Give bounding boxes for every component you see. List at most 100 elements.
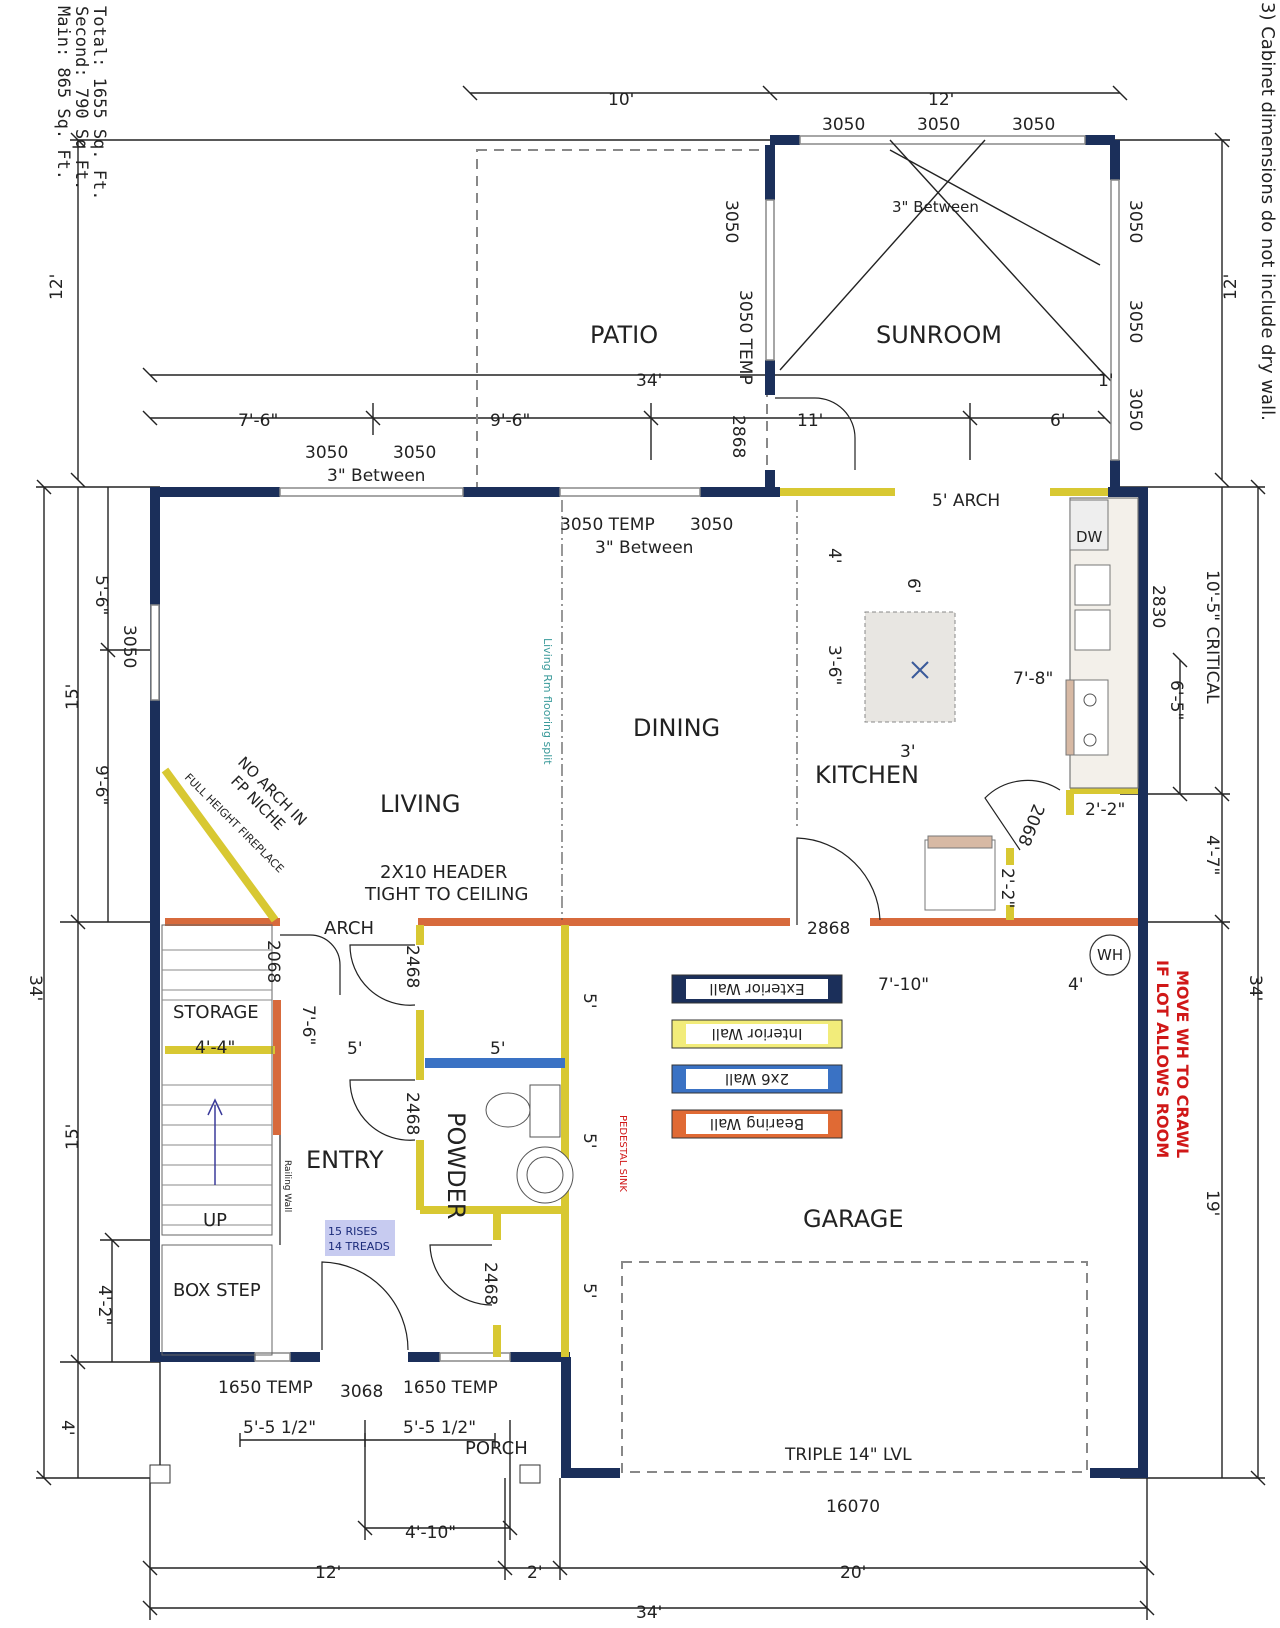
dim-2468-b: 2468 bbox=[402, 1092, 422, 1135]
dim-left-4: 4' bbox=[57, 1420, 77, 1436]
header-label-b: TIGHT TO CEILING bbox=[364, 884, 528, 905]
legend-label-bg-3 bbox=[686, 1114, 828, 1134]
note-flooring: Living Rm flooring split bbox=[541, 638, 554, 765]
sqft-second: Second: 790 Sq Ft. bbox=[71, 6, 91, 190]
dim-porch-1650-a: 1650 TEMP bbox=[218, 1378, 313, 1398]
dim-right-12: 12' bbox=[1221, 274, 1241, 300]
dim-between-b: 3" Between bbox=[327, 466, 425, 486]
dim-16070: 16070 bbox=[826, 1497, 880, 1517]
room-entry: ENTRY bbox=[306, 1146, 384, 1174]
kitchen-fixtures bbox=[864, 497, 1139, 976]
dim-k-3: 3' bbox=[900, 742, 916, 762]
dim-dining-3050-temp: 3050 TEMP bbox=[560, 515, 655, 535]
dim-9-6-top: 9'-6" bbox=[490, 411, 530, 431]
legend-label-2: 2x6 Wall bbox=[725, 1070, 789, 1088]
garage-door-outline bbox=[621, 1261, 1088, 1473]
dim-2068-storage: 2068 bbox=[263, 940, 283, 983]
doors bbox=[280, 779, 1061, 1351]
dim-between-a: 3" Between bbox=[892, 198, 979, 216]
dim-k-4: 4' bbox=[824, 548, 844, 564]
room-living: LIVING bbox=[380, 790, 461, 818]
dim-k-3-6: 3'-6" bbox=[824, 645, 844, 685]
dim-triple-lvl: TRIPLE 14" LVL bbox=[784, 1445, 912, 1465]
room-labels: PATIO SUNROOM LIVING DINING KITCHEN STOR… bbox=[173, 321, 1002, 1459]
bearing-walls bbox=[165, 918, 1138, 1135]
dim-dining-3050: 3050 bbox=[690, 515, 733, 535]
room-sunroom: SUNROOM bbox=[876, 321, 1002, 349]
water-heater-label: WH bbox=[1097, 946, 1123, 964]
dim-porch-55-a: 5'-5 1/2" bbox=[243, 1418, 316, 1438]
dim-sun-3050-c: 3050 bbox=[1012, 115, 1055, 135]
dim-g-5c: 5' bbox=[579, 1283, 599, 1299]
dim-sun-3050-b: 3050 bbox=[917, 115, 960, 135]
dim-7-6-entry: 7'-6" bbox=[298, 1005, 318, 1045]
dim-sun-left-3050: 3050 bbox=[721, 200, 741, 243]
dim-b-12: 12' bbox=[315, 1563, 341, 1583]
dim-b-34: 34' bbox=[636, 1603, 662, 1623]
dim-arch-5: 5' ARCH bbox=[932, 491, 1000, 511]
dim-g-5a: 5' bbox=[579, 993, 599, 1009]
dim-left-34: 34' bbox=[25, 975, 45, 1001]
cabinet-note: 3) Cabinet dimensions do not include dry… bbox=[1257, 2, 1278, 421]
dim-2468-a: 2468 bbox=[402, 945, 422, 988]
exterior-walls bbox=[150, 487, 1148, 1478]
note-move-wh-a: MOVE WH TO CRAWL bbox=[1173, 970, 1192, 1158]
powder-fixtures bbox=[485, 1084, 574, 1204]
dim-2468-c: 2468 bbox=[480, 1262, 500, 1305]
dim-left-15-bot: 15' bbox=[63, 1124, 83, 1150]
dim-4-4: 4'-4" bbox=[195, 1038, 235, 1058]
dim-porch-1650-b: 1650 TEMP bbox=[403, 1378, 498, 1398]
dim-living-3050-b: 3050 bbox=[393, 443, 436, 463]
dim-sun-1: 1' bbox=[1098, 371, 1114, 391]
stairs bbox=[161, 924, 395, 1356]
dim-4-10: 4'-10" bbox=[405, 1523, 456, 1543]
note-move-wh-b: IF LOT ALLOWS ROOM bbox=[1153, 960, 1172, 1158]
dim-left-5-6: 5'-6" bbox=[91, 575, 111, 615]
dim-left-9-6: 9'-6" bbox=[91, 765, 111, 805]
dim-g-5b: 5' bbox=[579, 1133, 599, 1149]
dim-living-3050-a: 3050 bbox=[305, 443, 348, 463]
dim-sun-right-3050-a: 3050 bbox=[1125, 200, 1145, 243]
legend-label-bg-2 bbox=[686, 1069, 828, 1089]
dim-sun-left-3050-temp: 3050 TEMP bbox=[735, 290, 755, 385]
header-label-a: 2X10 HEADER bbox=[380, 862, 507, 883]
room-porch: PORCH bbox=[465, 1438, 528, 1459]
dim-2868-top: 2868 bbox=[728, 415, 748, 458]
dim-porch-55-b: 5'-5 1/2" bbox=[403, 1418, 476, 1438]
legend-label-1: Interior Wall bbox=[712, 1025, 803, 1043]
arch-label: ARCH bbox=[324, 918, 374, 939]
interior-walls bbox=[161, 767, 1138, 1357]
dim-porch-3068: 3068 bbox=[340, 1382, 383, 1402]
dim-sun-right-3050-c: 3050 bbox=[1125, 388, 1145, 431]
dim-left-15-top: 15' bbox=[63, 684, 83, 710]
dim-g-7-10: 7'-10" bbox=[878, 975, 929, 995]
dim-k-2-2a: 2'-2" bbox=[1085, 800, 1125, 820]
room-storage: STORAGE bbox=[173, 1002, 259, 1023]
dim-34-top: 34' bbox=[636, 371, 662, 391]
stairs-up-label: UP bbox=[203, 1210, 227, 1231]
dim-5-b: 5' bbox=[490, 1039, 506, 1059]
dim-7-6: 7'-6" bbox=[238, 411, 278, 431]
dim-right-34: 34' bbox=[1245, 975, 1265, 1001]
room-patio: PATIO bbox=[590, 321, 658, 349]
dim-top-10: 10' bbox=[608, 90, 634, 110]
room-dining: DINING bbox=[633, 714, 720, 742]
dim-top-12: 12' bbox=[928, 90, 954, 110]
dim-right-19: 19' bbox=[1202, 1190, 1222, 1216]
sqft-main: Main: 865 Sq. Ft. bbox=[53, 6, 73, 180]
legend-label-bg-1 bbox=[686, 1024, 828, 1044]
dim-sun-right-3050-b: 3050 bbox=[1125, 300, 1145, 343]
dim-left-3050: 3050 bbox=[119, 625, 139, 668]
dim-k-4-7: 4'-7" bbox=[1202, 835, 1222, 875]
dim-11: 11' bbox=[797, 411, 823, 431]
dimension-lines bbox=[36, 85, 1266, 1620]
dim-left-12: 12' bbox=[47, 274, 67, 300]
legend-label-bg-0 bbox=[686, 979, 828, 999]
legend-label-0: Exterior Wall bbox=[709, 980, 804, 998]
room-powder: POWDER bbox=[442, 1112, 470, 1219]
note-railing: Railing Wall bbox=[282, 1160, 292, 1212]
rises-label: 15 RISES bbox=[328, 1225, 377, 1238]
dim-k-2068: 2068 bbox=[1013, 801, 1048, 849]
dim-g-2868: 2868 bbox=[807, 919, 850, 939]
